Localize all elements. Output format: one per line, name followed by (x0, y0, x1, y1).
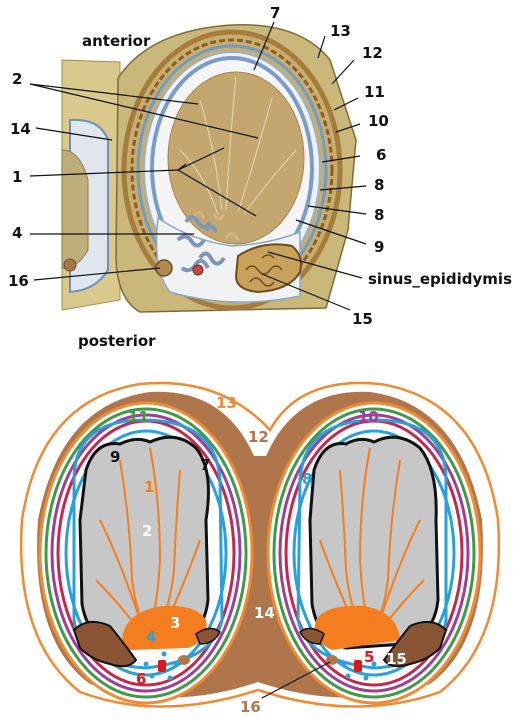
schema-label-11: 11 (128, 408, 149, 426)
callout-11: 11 (364, 83, 385, 101)
callout-16: 16 (8, 272, 29, 290)
schema-label-6: 6 (136, 670, 146, 688)
anatomical-illustration: anterior posterior 7 13 (8, 4, 512, 350)
callout-6: 6 (376, 146, 386, 164)
callout-1: 1 (12, 168, 22, 186)
schematic-diagram: 13 12 11 10 9 7 8 1 2 3 4 14 5 6 15 16 (21, 383, 499, 716)
callout-12: 12 (362, 44, 383, 62)
schema-label-10: 10 (358, 408, 379, 426)
schema-label-14: 14 (254, 604, 275, 622)
schema-label-13: 13 (216, 394, 237, 412)
schema-label-2: 2 (142, 522, 152, 540)
schema-label-1: 1 (144, 478, 154, 496)
left-red-vessel (158, 660, 166, 672)
schema-label-9: 9 (110, 448, 120, 466)
left-testis (40, 403, 252, 703)
callout-8-upper: 8 (374, 176, 384, 194)
schema-label-7: 7 (200, 456, 210, 474)
neighbor-testis-core (62, 150, 88, 268)
callout-2: 2 (12, 70, 22, 88)
callout-9: 9 (374, 238, 384, 256)
callout-13: 13 (330, 22, 351, 40)
label-anterior: anterior (82, 32, 151, 50)
neighbor-vessel (64, 259, 76, 271)
schema-label-12: 12 (248, 428, 269, 446)
schema-label-3: 3 (170, 614, 180, 632)
callout-10: 10 (368, 112, 389, 130)
callout-7: 7 (270, 4, 280, 22)
callout-8-lower: 8 (374, 206, 384, 224)
schema-label-5: 5 (364, 648, 374, 666)
callout-4: 4 (12, 224, 22, 242)
callout-14: 14 (10, 120, 31, 138)
schema-label-16: 16 (240, 698, 261, 716)
callout-15: 15 (352, 310, 373, 328)
schema-label-8: 8 (302, 470, 312, 488)
vessel-small (193, 265, 203, 275)
callout-sinus-epididymis: sinus_epididymis (368, 270, 512, 288)
label-posterior: posterior (78, 332, 156, 350)
schema-label-4: 4 (146, 628, 156, 646)
schema-label-15: 15 (386, 650, 407, 668)
